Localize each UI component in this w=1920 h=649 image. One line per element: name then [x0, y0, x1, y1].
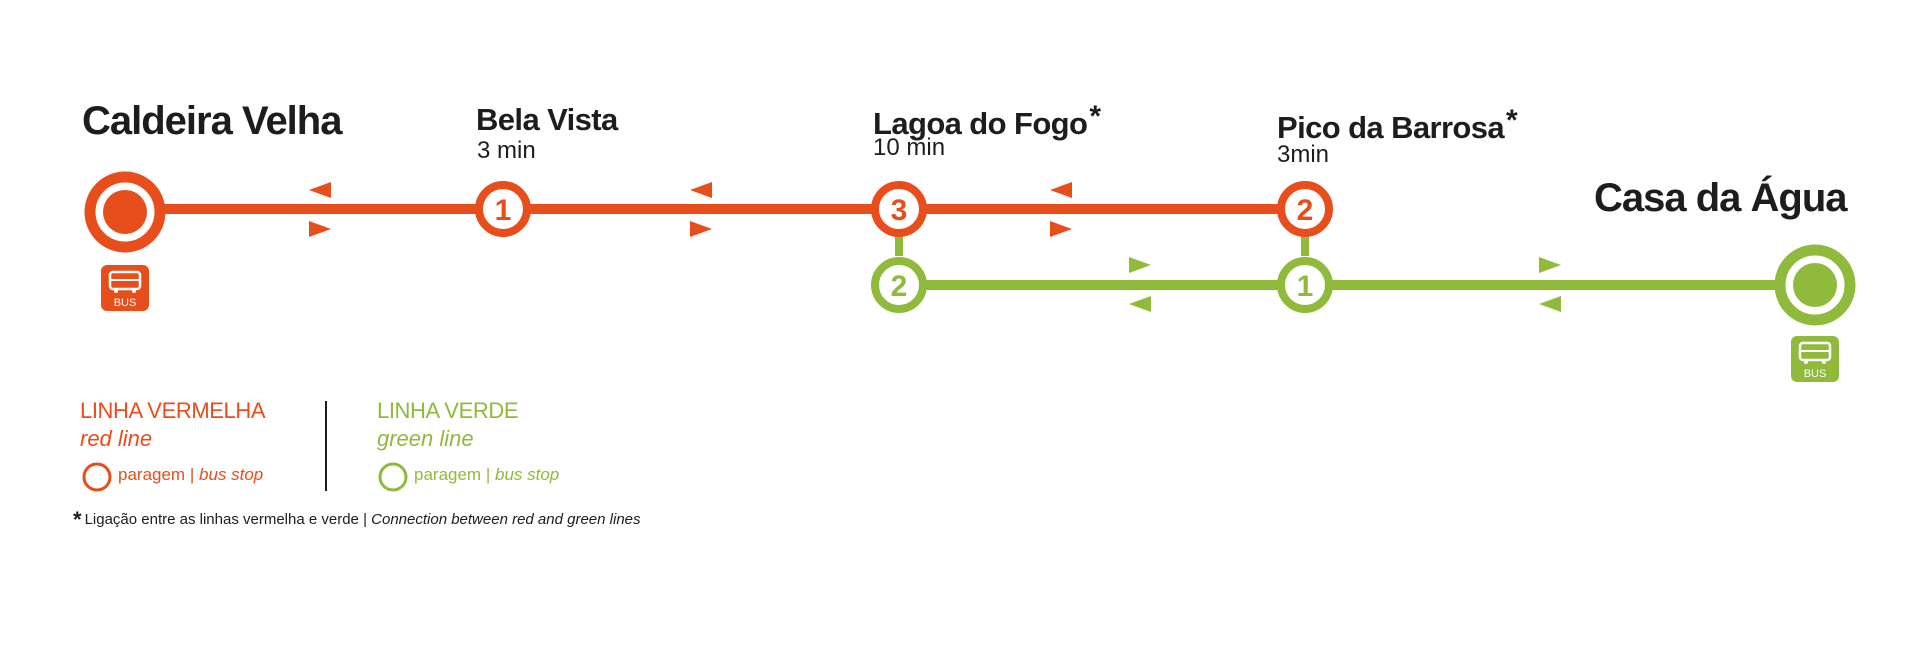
- footnote-text-pt: Ligação entre as linhas vermelha e verde: [84, 511, 359, 528]
- legend-green-stop-label: paragem | bus stop: [414, 465, 559, 485]
- red-arrow-left: [690, 182, 712, 198]
- legend-green-stop-pt: paragem: [414, 465, 482, 484]
- terminal-casa-da-agua-core: [1793, 263, 1837, 307]
- station-name-lagoa-do-fogo: Lagoa do Fogo: [873, 106, 1088, 141]
- green-arrow-right: [1539, 257, 1561, 273]
- legend-red-stop-en: bus stop: [199, 465, 264, 484]
- travel-time-lagoa-do-fogo: 10 min: [873, 134, 946, 161]
- legend-red-separator: |: [189, 465, 195, 484]
- green-stop-number-pico-da-barrosa: 1: [1297, 270, 1314, 303]
- legend-red-line-subtitle: red line: [80, 426, 153, 451]
- green-arrow-left: [1129, 296, 1151, 312]
- green-stop-pico-da-barrosa[interactable]: [1277, 257, 1333, 313]
- bus-icon: BUS: [101, 265, 149, 311]
- travel-time-bela-vista: 3 min: [477, 137, 536, 164]
- terminal-caldeira-velha-core: [103, 190, 147, 234]
- legend-red-stop-symbol: [82, 462, 112, 492]
- legend-green-separator: |: [485, 465, 491, 484]
- station-label-bela-vista: Bela Vista: [476, 102, 618, 137]
- red-stop-bela-vista[interactable]: [475, 181, 531, 237]
- red-arrow-right: [1050, 221, 1072, 237]
- station-label-pico-da-barrosa: Pico da Barrosa*: [1277, 104, 1518, 146]
- green-arrow-right: [1129, 257, 1151, 273]
- bus-icon: BUS: [1791, 336, 1839, 382]
- green-stop-lagoa-do-fogo[interactable]: [871, 257, 927, 313]
- green-stop-number-lagoa-do-fogo: 2: [891, 270, 908, 303]
- bus-icon-label: BUS: [1804, 368, 1827, 380]
- red-arrow-right: [690, 221, 712, 237]
- footnote-separator: |: [363, 511, 367, 528]
- footnote: *Ligação entre as linhas vermelha e verd…: [73, 507, 641, 533]
- legend-red-line-title: LINHA VERMELHA: [80, 398, 266, 423]
- station-label-caldeira-velha: Caldeira Velha: [82, 99, 342, 143]
- legend-green-line-subtitle: green line: [377, 426, 474, 451]
- footnote-asterisk: *: [73, 507, 82, 532]
- legend-green-stop-en: bus stop: [495, 465, 560, 484]
- station-label-lagoa-do-fogo: Lagoa do Fogo*: [873, 100, 1101, 142]
- legend-red-stop-label: paragem | bus stop: [118, 465, 263, 485]
- station-label-casa-da-agua: Casa da Água: [1594, 176, 1848, 220]
- connection-asterisk: *: [1506, 104, 1518, 137]
- red-stop-lagoa-do-fogo[interactable]: [871, 181, 927, 237]
- bus-icon-label: BUS: [114, 297, 137, 309]
- red-stop-number-lagoa-do-fogo: 3: [891, 194, 908, 227]
- red-stop-number-pico-da-barrosa: 2: [1297, 194, 1314, 227]
- red-arrow-left: [1050, 182, 1072, 198]
- red-arrow-left: [309, 182, 331, 198]
- travel-time-pico-da-barrosa: 3min: [1277, 141, 1330, 168]
- legend-red-stop-pt: paragem: [118, 465, 186, 484]
- connection-asterisk: *: [1089, 100, 1101, 133]
- footnote-text-en: Connection between red and green lines: [371, 511, 641, 528]
- green-arrow-left: [1539, 296, 1561, 312]
- red-stop-pico-da-barrosa[interactable]: [1277, 181, 1333, 237]
- red-stop-number-bela-vista: 1: [495, 194, 512, 227]
- station-name-pico-da-barrosa: Pico da Barrosa: [1277, 110, 1505, 145]
- red-arrow-right: [309, 221, 331, 237]
- legend-green-stop-symbol: [378, 462, 408, 492]
- legend-green-line-title: LINHA VERDE: [377, 398, 519, 423]
